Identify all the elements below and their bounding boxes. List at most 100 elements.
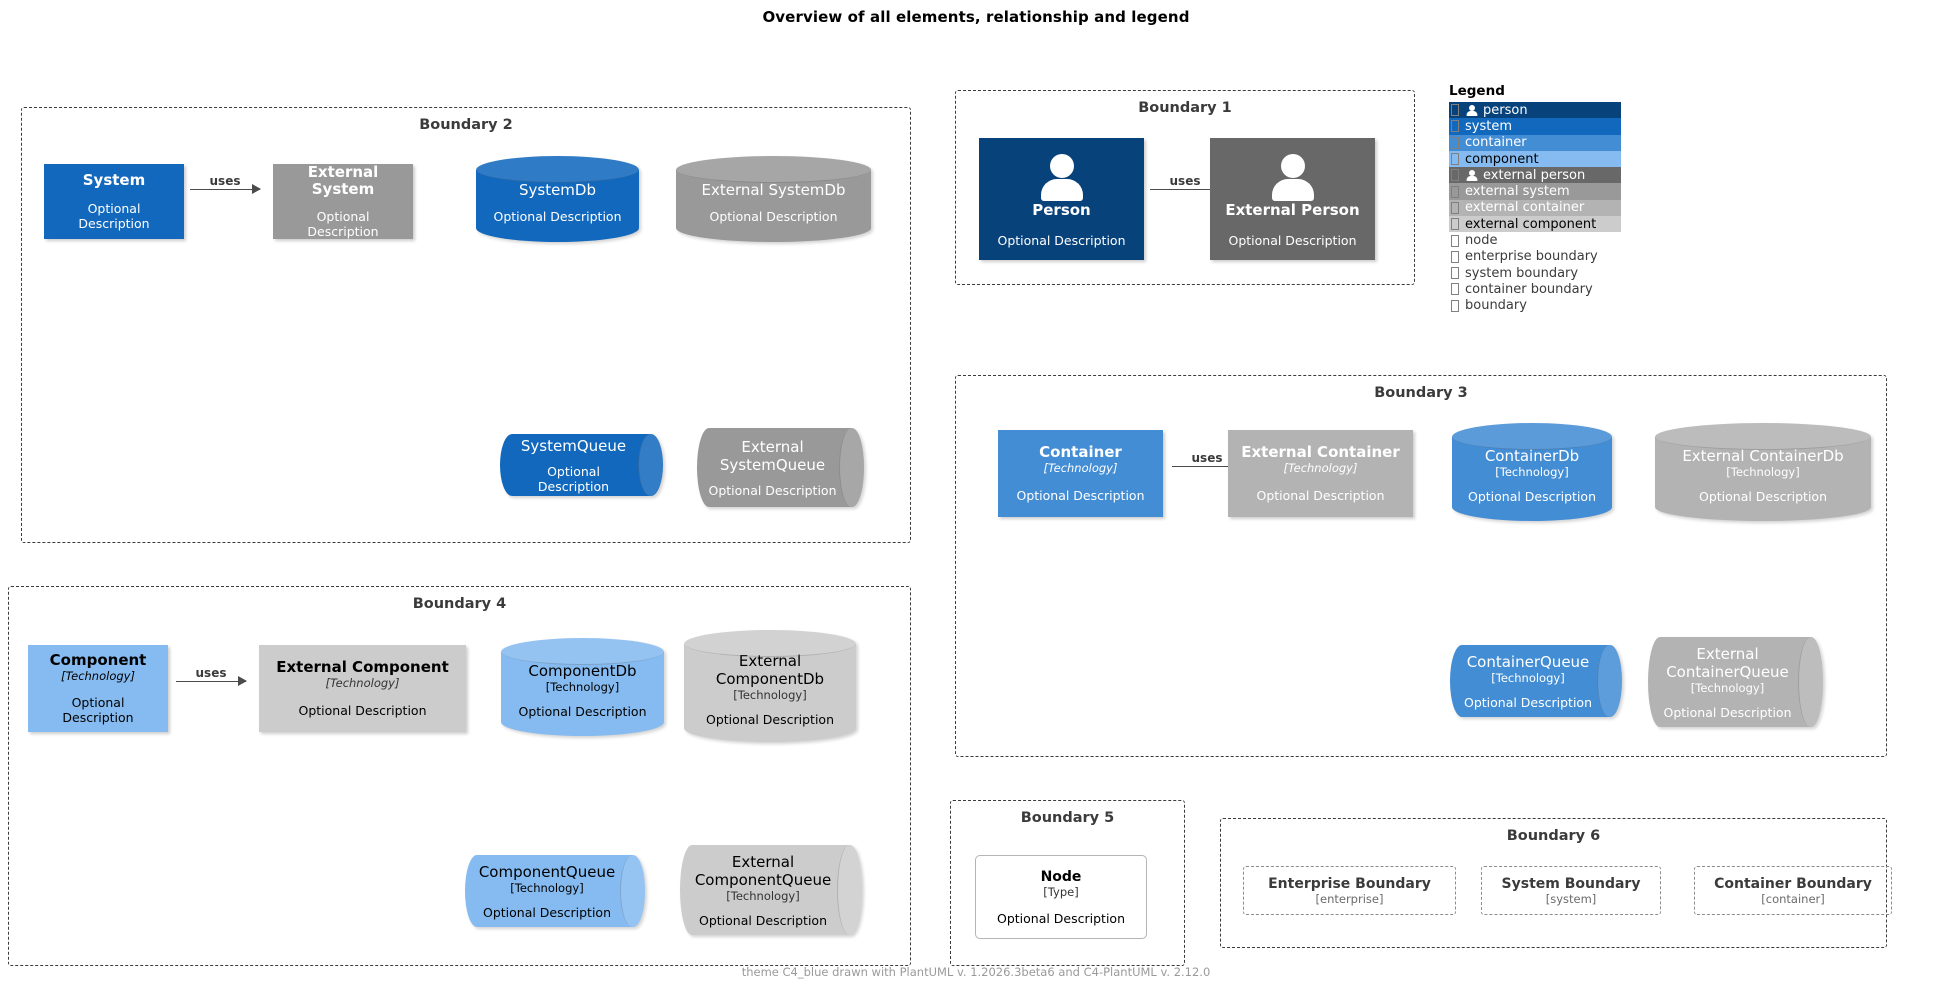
element-container-boundary[interactable]: Container Boundary [container] — [1694, 866, 1892, 915]
element-component-queue-name: ComponentQueue — [478, 862, 616, 881]
legend-item-label: container — [1465, 135, 1527, 151]
element-system-queue-name: SystemQueue — [520, 436, 627, 455]
element-external-component-db-tech: [Technology] — [733, 687, 807, 702]
element-external-component-db-desc: Optional Description — [705, 711, 834, 727]
legend-item-label: component — [1465, 151, 1539, 167]
legend-item-external-container: external container — [1449, 199, 1621, 217]
element-container-queue[interactable]: ContainerQueue [Technology] Optional Des… — [1450, 645, 1622, 717]
element-container-db-name: ContainerDb — [1484, 446, 1580, 465]
element-system-db[interactable]: SystemDb Optional Description — [476, 156, 639, 242]
person-icon — [1036, 154, 1088, 201]
legend-item-label: boundary — [1465, 298, 1527, 314]
boundary-3-title: Boundary 3 — [1374, 385, 1468, 401]
missing-glyph-icon — [1451, 250, 1459, 263]
arrow-head-icon — [252, 184, 261, 194]
element-external-system[interactable]: External System Optional Description — [273, 163, 413, 239]
element-external-container-name: External Container — [1241, 443, 1400, 462]
relationship-line — [190, 189, 260, 191]
element-external-component-db-name: External ComponentDb — [715, 651, 825, 688]
element-external-system-queue-name: External SystemQueue — [719, 437, 826, 474]
element-external-container-db-name: External ContainerDb — [1682, 446, 1844, 465]
element-component[interactable]: Component [Technology] Optional Descript… — [28, 645, 168, 732]
element-external-system-db-desc: Optional Description — [709, 208, 838, 224]
element-node-tech: [Type] — [1043, 884, 1079, 899]
relationship-line — [176, 681, 246, 683]
element-component-db-desc: Optional Description — [518, 703, 647, 719]
element-component-db[interactable]: ComponentDb [Technology] Optional Descri… — [501, 638, 664, 736]
element-external-system-db-name: External SystemDb — [701, 180, 846, 199]
element-container-queue-desc: Optional Description — [1463, 694, 1592, 710]
boundary-3: Boundary 3 — [955, 375, 1887, 757]
element-external-component[interactable]: External Component [Technology] Optional… — [259, 645, 466, 732]
missing-glyph-icon — [1451, 234, 1459, 247]
element-external-component-db[interactable]: External ComponentDb [Technology] Option… — [684, 630, 856, 742]
missing-glyph-icon — [1451, 104, 1459, 117]
relationship-component-uses-external-component: uses — [176, 665, 247, 694]
element-external-container-desc: Optional Description — [1256, 487, 1385, 503]
element-container-db[interactable]: ContainerDb [Technology] Optional Descri… — [1452, 423, 1612, 521]
element-system-db-desc: Optional Description — [493, 208, 622, 224]
element-external-component-name: External Component — [276, 658, 449, 677]
element-system-queue[interactable]: SystemQueue Optional Description — [500, 434, 663, 496]
element-external-container-queue-tech: [Technology] — [1690, 680, 1765, 695]
boundary-5: Boundary 5 — [950, 800, 1185, 966]
element-external-component-tech: [Technology] — [325, 676, 400, 691]
legend-item-external-component: external component — [1449, 216, 1621, 233]
element-enterprise-boundary-tech: [enterprise] — [1315, 891, 1384, 906]
element-component-queue-tech: [Technology] — [510, 880, 584, 895]
missing-glyph-icon — [1451, 283, 1459, 296]
element-system-boundary-tech: [system] — [1545, 891, 1597, 906]
person-icon — [1465, 169, 1478, 181]
legend-item-label: person — [1483, 102, 1528, 118]
element-container-queue-name: ContainerQueue — [1466, 652, 1590, 671]
element-external-container-db[interactable]: External ContainerDb [Technology] Option… — [1655, 423, 1871, 521]
element-external-container[interactable]: External Container [Technology] Optional… — [1228, 430, 1413, 517]
relationship-line — [1150, 189, 1220, 191]
person-icon — [1267, 154, 1319, 201]
legend-item-system: system — [1449, 118, 1621, 135]
legend-item-component: component — [1449, 150, 1621, 168]
element-external-person-desc: Optional Description — [1228, 232, 1357, 248]
element-enterprise-boundary-name: Enterprise Boundary — [1268, 875, 1431, 892]
legend-item-person: person — [1449, 102, 1621, 119]
element-external-person[interactable]: External Person Optional Description — [1210, 138, 1375, 260]
element-external-component-queue-name: External ComponentQueue — [694, 852, 832, 889]
person-icon-head — [1468, 104, 1475, 111]
element-system-boundary[interactable]: System Boundary [system] — [1481, 866, 1661, 915]
element-container-name: Container — [1039, 443, 1122, 462]
relationship-line — [1172, 466, 1242, 468]
element-external-system-queue[interactable]: External SystemQueue Optional Descriptio… — [697, 428, 864, 507]
legend-item-node: node — [1449, 232, 1621, 248]
element-component-queue-desc: Optional Description — [482, 904, 611, 920]
missing-glyph-icon — [1451, 218, 1459, 231]
element-system-name: System — [82, 171, 146, 190]
element-person[interactable]: Person Optional Description — [979, 138, 1144, 260]
element-container[interactable]: Container [Technology] Optional Descript… — [998, 430, 1163, 517]
element-component-desc: Optional Description — [62, 695, 134, 726]
element-person-name: Person — [1032, 201, 1091, 219]
element-component-name: Component — [49, 650, 147, 669]
person-icon-body — [1040, 179, 1083, 201]
element-external-system-db[interactable]: External SystemDb Optional Description — [676, 156, 871, 242]
element-external-container-queue-desc: Optional Description — [1663, 704, 1792, 720]
legend-item-external-system: external system — [1449, 183, 1621, 200]
element-external-component-queue-desc: Optional Description — [698, 912, 827, 928]
legend-item-label: node — [1465, 233, 1498, 249]
legend-item-enterprise-boundary: enterprise boundary — [1449, 249, 1621, 265]
missing-glyph-icon — [1451, 169, 1459, 182]
element-enterprise-boundary[interactable]: Enterprise Boundary [enterprise] — [1243, 866, 1456, 915]
legend-item-boundary: boundary — [1449, 298, 1621, 314]
element-external-component-queue[interactable]: External ComponentQueue [Technology] Opt… — [680, 845, 862, 935]
missing-glyph-icon — [1451, 185, 1459, 198]
element-component-queue[interactable]: ComponentQueue [Technology] Optional Des… — [465, 855, 645, 927]
element-external-container-tech: [Technology] — [1283, 461, 1358, 476]
person-icon-head — [1468, 169, 1475, 176]
relationship-label: uses — [195, 665, 227, 680]
element-external-component-queue-tech: [Technology] — [726, 888, 800, 903]
element-node[interactable]: Node [Type] Optional Description — [975, 855, 1147, 939]
element-system[interactable]: System Optional Description — [44, 164, 184, 239]
element-external-container-queue[interactable]: External ContainerQueue [Technology] Opt… — [1648, 637, 1823, 727]
arrow-head-icon — [238, 676, 247, 686]
